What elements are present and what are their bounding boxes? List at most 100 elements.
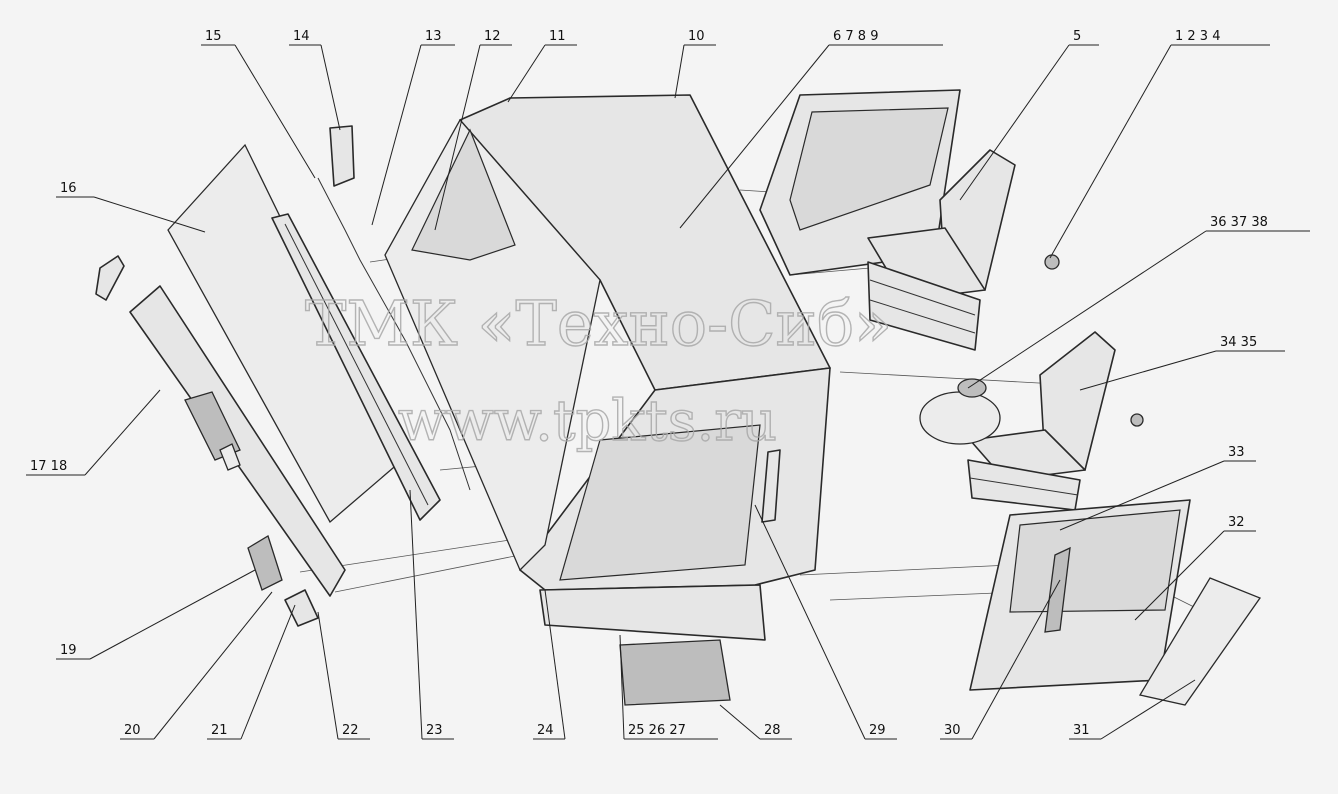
callout-10: 10 xyxy=(674,29,716,99)
callout-1-4: 1 2 3 4 xyxy=(1049,29,1270,259)
side-panel-window xyxy=(219,443,241,471)
callout-21: 21 xyxy=(207,604,296,740)
callout-label: 28 xyxy=(764,723,781,738)
callout-33: 33 xyxy=(1059,445,1256,531)
callout-leader xyxy=(317,611,339,740)
callout-leader xyxy=(153,591,273,740)
callout-label: 32 xyxy=(1228,515,1245,530)
callout-23: 23 xyxy=(409,489,454,740)
callout-11: 11 xyxy=(507,29,577,103)
callout-leader xyxy=(409,489,423,740)
wiper-arm xyxy=(317,177,471,491)
callout-label: 17 18 xyxy=(30,459,67,474)
callout-leader xyxy=(371,44,422,226)
callout-label: 14 xyxy=(293,29,310,44)
cab-step-plate xyxy=(619,639,731,706)
callout-17-18: 17 18 xyxy=(26,389,161,476)
watermark-url: www.tpkts.ru xyxy=(398,389,777,454)
lower-trim-block xyxy=(247,535,283,591)
callout-label: 31 xyxy=(1073,723,1090,738)
side-panel-recess xyxy=(184,391,241,461)
callout-label: 5 xyxy=(1073,29,1081,44)
callout-16: 16 xyxy=(56,181,206,233)
callout-leader xyxy=(89,569,256,660)
callout-leader xyxy=(1049,44,1172,259)
wiper-bracket xyxy=(329,125,355,187)
callout-15: 15 xyxy=(201,29,316,179)
callout-29: 29 xyxy=(754,504,897,740)
callout-leader xyxy=(674,44,685,99)
callout-label: 20 xyxy=(124,723,141,738)
callout-6-9: 6 7 8 9 xyxy=(679,29,943,229)
callout-leader xyxy=(971,579,1061,740)
callout-leader xyxy=(754,504,866,740)
callout-leader xyxy=(619,634,625,740)
callout-leader xyxy=(434,44,481,231)
callout-19: 19 xyxy=(56,569,256,660)
callout-leader xyxy=(1079,350,1217,391)
callout-22: 22 xyxy=(317,611,370,740)
callout-label: 11 xyxy=(549,29,566,44)
callout-label: 10 xyxy=(688,29,705,44)
cab-floor-step xyxy=(539,584,766,641)
callout-leader xyxy=(234,44,316,179)
watermark-company: ТМК «Техно-Сиб» xyxy=(305,287,892,360)
callout-leader xyxy=(967,230,1207,389)
cab-side-window xyxy=(411,128,516,261)
callout-label: 6 7 8 9 xyxy=(833,29,878,44)
callout-5: 5 xyxy=(959,29,1099,201)
callout-label: 24 xyxy=(537,723,554,738)
callout-label: 36 37 38 xyxy=(1210,215,1268,230)
callout-12: 12 xyxy=(434,29,512,231)
steering-wheel xyxy=(919,391,1001,445)
callout-label: 19 xyxy=(60,643,77,658)
callout-28: 28 xyxy=(719,704,792,740)
callout-leader xyxy=(679,44,830,229)
callout-label: 30 xyxy=(944,723,961,738)
callout-leader xyxy=(959,44,1070,201)
callout-leader xyxy=(1134,530,1225,621)
callout-label: 22 xyxy=(342,723,359,738)
callout-30: 30 xyxy=(940,579,1061,740)
vertical-trim-strip xyxy=(271,213,441,521)
callout-label: 25 26 27 xyxy=(628,723,686,738)
rear-door-window xyxy=(789,107,949,231)
callout-label: 29 xyxy=(869,723,886,738)
callout-32: 32 xyxy=(1134,515,1256,621)
operator-seat-upper xyxy=(867,149,1016,351)
callout-label: 13 xyxy=(425,29,442,44)
callout-leader xyxy=(544,589,566,740)
operator-seat-lower xyxy=(967,331,1116,511)
callout-leader xyxy=(1100,679,1196,740)
callout-label: 23 xyxy=(426,723,443,738)
callout-34-35: 34 35 xyxy=(1079,335,1285,391)
callout-13: 13 xyxy=(371,29,455,226)
handle-bracket xyxy=(95,255,125,301)
callout-label: 33 xyxy=(1228,445,1245,460)
callout-label: 15 xyxy=(205,29,222,44)
control-knob xyxy=(1044,254,1060,270)
callout-14: 14 xyxy=(289,29,341,131)
callout-leader xyxy=(84,389,161,476)
callout-20: 20 xyxy=(120,591,273,740)
side-glass-panel xyxy=(1138,577,1262,706)
cab-door-handle xyxy=(761,449,781,523)
lower-trim-plate xyxy=(284,589,319,627)
callout-leader xyxy=(240,604,296,740)
control-knob-2 xyxy=(1130,413,1144,427)
callout-leader xyxy=(320,44,341,131)
side-door-window xyxy=(1009,509,1181,613)
callout-label: 16 xyxy=(60,181,77,196)
cab-front-windshield xyxy=(559,424,761,581)
callout-24: 24 xyxy=(533,589,566,740)
callout-25-27: 25 26 27 xyxy=(619,634,718,740)
callout-label: 21 xyxy=(211,723,228,738)
callout-leader xyxy=(93,196,206,233)
steering-hub xyxy=(957,378,987,398)
callout-leader xyxy=(1059,460,1225,531)
callout-leader xyxy=(719,704,761,740)
side-door-hinge xyxy=(1044,546,1071,633)
callout-36-38: 36 37 38 xyxy=(967,215,1310,389)
